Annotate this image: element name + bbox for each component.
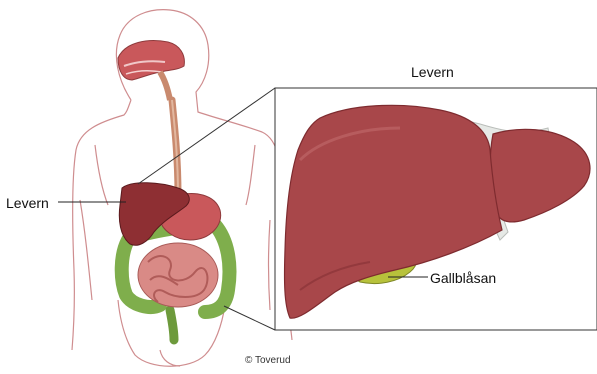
liver-label-left: Levern xyxy=(6,195,49,211)
mouth-cavity xyxy=(118,41,184,100)
gallbladder-label: Gallblåsan xyxy=(430,270,496,286)
small-intestine xyxy=(138,243,218,307)
liver-title-label: Levern xyxy=(411,64,454,80)
credit-label: © Toverud xyxy=(245,355,291,366)
